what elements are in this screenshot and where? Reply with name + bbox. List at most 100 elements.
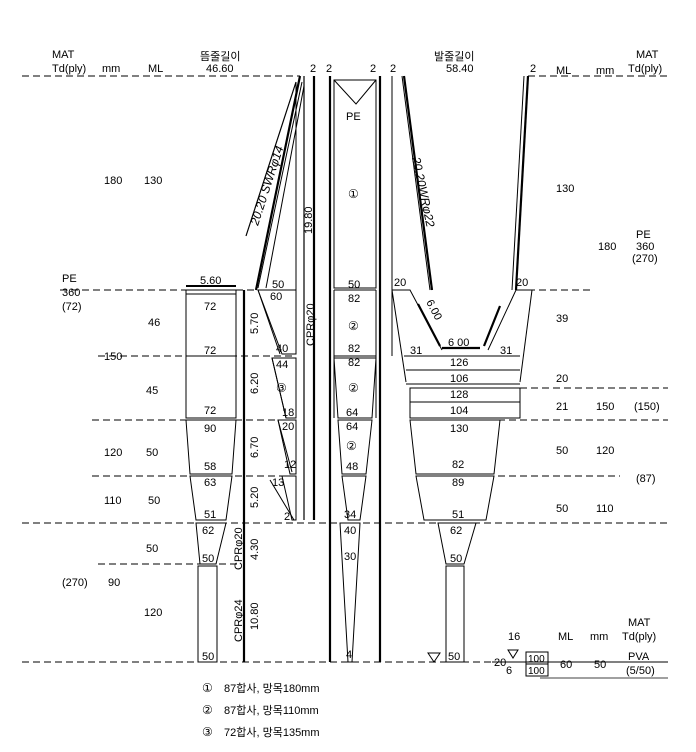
- right-ml-130: 130: [556, 183, 574, 195]
- header-mat: MAT: [52, 49, 75, 61]
- left-pe-360: 360: [62, 287, 80, 299]
- header-right-mat: MAT: [636, 49, 659, 61]
- right-mm-180: 180: [598, 241, 616, 253]
- legend-text-3: 72합사, 망목135mm: [224, 726, 320, 739]
- belly-62: 62: [450, 525, 462, 537]
- body-82c: 82: [348, 357, 360, 369]
- tri-44: 44: [276, 359, 288, 371]
- right-mm-150: 150: [596, 401, 614, 413]
- mm-150: 150: [104, 351, 122, 363]
- belly-50b: 50: [448, 651, 460, 663]
- codend-100-top: 100: [528, 654, 545, 665]
- ml-45: 45: [146, 385, 158, 397]
- cpr-label-mid: CPRφ20: [233, 527, 245, 570]
- right-mm-110: 110: [596, 503, 614, 515]
- wing-box-72b: 72: [204, 345, 216, 357]
- ml-50a: 50: [146, 447, 158, 459]
- wing-box-72a: 72: [204, 301, 216, 313]
- wing-top-width: 5.60: [200, 275, 221, 287]
- wing-box-51: 51: [204, 509, 216, 521]
- seg-5-70: 5.70: [249, 313, 261, 334]
- tri-2: 2: [284, 511, 290, 523]
- belly-rope-label: 20.20WRφ22: [409, 155, 438, 229]
- belly-end-left: 31: [410, 345, 422, 357]
- body-marker-1: ①: [348, 187, 359, 201]
- belly-89: 89: [452, 477, 464, 489]
- wing-panel: [185, 75, 316, 663]
- legend-marker-3: ③: [202, 725, 213, 739]
- header-right-mm: mm: [596, 65, 614, 77]
- codend-20: 20: [494, 657, 506, 669]
- wing-side-19-80: 19.80: [303, 206, 315, 234]
- mm-110: 110: [104, 495, 122, 507]
- right-pe: PE: [636, 229, 651, 241]
- body-pe: PE: [346, 111, 361, 123]
- body-64b: 64: [346, 421, 358, 433]
- right-ml-39: 39: [556, 313, 568, 325]
- legend-text-1: 87합사, 망목180mm: [224, 682, 320, 695]
- cpr-label-low: CPRφ24: [233, 599, 245, 642]
- two-3: 2: [370, 63, 376, 75]
- two-2: 2: [326, 63, 332, 75]
- body-40: 40: [344, 525, 356, 537]
- codend-pva: PVA: [628, 651, 650, 663]
- belly-104: 104: [450, 405, 468, 417]
- mm-180: 180: [104, 175, 122, 187]
- wing-box-90: 90: [204, 423, 216, 435]
- header-mm: mm: [102, 63, 120, 75]
- belly-126: 126: [450, 357, 468, 369]
- belly-title: 발줄길이: [434, 50, 474, 63]
- body-82b: 82: [348, 343, 360, 355]
- seg-6-20: 6.20: [249, 373, 261, 394]
- wing-box-62: 62: [202, 525, 214, 537]
- body-marker-2c: ②: [346, 439, 357, 453]
- codend-mm: 50: [594, 659, 606, 671]
- wing-box-72c: 72: [204, 405, 216, 417]
- ml-130: 130: [144, 175, 162, 187]
- seg-10-80: 10.80: [249, 602, 261, 630]
- wing-box-50b: 50: [202, 651, 214, 663]
- header-td: Td(ply): [52, 63, 86, 75]
- legend: ① 87합사, 망목180mm ② 87합사, 망목110mm ③ 72합사, …: [202, 681, 320, 739]
- tri-60: 60: [270, 291, 282, 303]
- codend-16: 16: [508, 631, 520, 643]
- legend-marker-1: ①: [202, 681, 213, 695]
- header-right-td: Td(ply): [628, 63, 662, 75]
- header-ml: ML: [148, 63, 163, 75]
- wing-box-63: 63: [204, 477, 216, 489]
- right-ml-50a: 50: [556, 445, 568, 457]
- right-pe-360: 360: [636, 241, 654, 253]
- belly-end-right: 31: [500, 345, 512, 357]
- belly-50a: 50: [450, 553, 462, 565]
- body-48: 48: [346, 461, 358, 473]
- tri-18: 18: [282, 407, 294, 419]
- left-pe-72: (72): [62, 301, 82, 313]
- belly-106: 106: [450, 373, 468, 385]
- legend-text-2: 87합사, 망목110mm: [224, 704, 319, 717]
- body-34: 34: [344, 509, 356, 521]
- belly-bottom: 6 00: [448, 337, 469, 349]
- wing-rope-label: 20.20 SWRφ14: [247, 144, 286, 228]
- ml-50c: 50: [146, 543, 158, 555]
- body-82a: 82: [348, 293, 360, 305]
- codend-mm-header: mm: [590, 631, 608, 643]
- seg-5-20: 5.20: [249, 487, 261, 508]
- marker-3: ③: [276, 381, 287, 395]
- dashed-guides: [22, 75, 668, 663]
- tri-12: 12: [284, 459, 296, 471]
- mm-120: 120: [104, 447, 122, 459]
- codend-6: 6: [506, 665, 512, 677]
- belly-edge-right: 20: [516, 277, 528, 289]
- codend-ml: 60: [560, 659, 572, 671]
- tri-20: 20: [282, 421, 294, 433]
- left-td-270: (270): [62, 577, 88, 589]
- codend-td: Td(ply): [622, 631, 656, 643]
- wing-box-58: 58: [204, 461, 216, 473]
- belly-82: 82: [452, 459, 464, 471]
- belly-panel: [391, 75, 533, 663]
- body-panel: [328, 76, 382, 663]
- wing-box-50a: 50: [202, 553, 214, 565]
- seg-6-70: 6.70: [249, 437, 261, 458]
